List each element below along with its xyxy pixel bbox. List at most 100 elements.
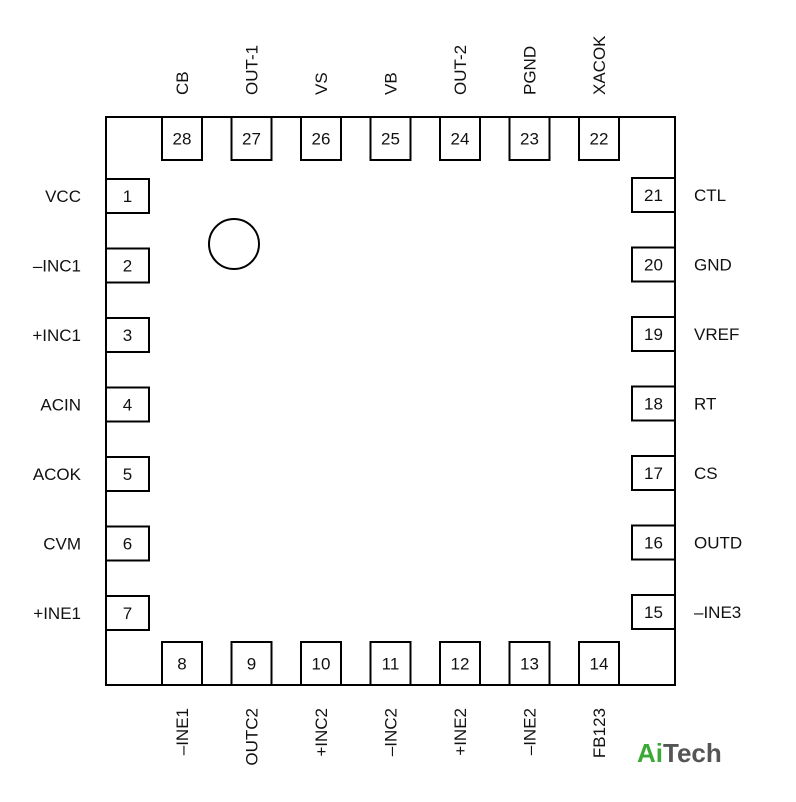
pin-label: ACIN	[40, 396, 81, 415]
pin-pad	[508, 641, 551, 686]
pin-15: 15	[631, 594, 676, 630]
pin-pad	[105, 456, 150, 492]
pin-pad	[105, 247, 150, 284]
pin-label: FB123	[590, 708, 609, 758]
pin-pad	[230, 641, 273, 686]
pin-1: 1	[105, 178, 150, 214]
pin-27: 27	[230, 116, 273, 161]
pin-pad	[439, 641, 481, 686]
pin-10: 10	[300, 641, 342, 686]
pin-24: 24	[439, 116, 481, 161]
pin-pad	[508, 116, 551, 161]
pin-number: 4	[123, 396, 132, 415]
pin-pad	[105, 317, 150, 353]
pin-pad	[369, 116, 412, 161]
pin-number: 23	[520, 130, 539, 149]
pin-label: OUTD	[694, 534, 742, 553]
pin-pad	[369, 641, 412, 686]
pin-23: 23	[508, 116, 551, 161]
chip-body	[105, 116, 676, 686]
pin-17: 17	[631, 455, 676, 491]
pin-number: 3	[123, 326, 132, 345]
pin-pad	[105, 386, 150, 423]
pins-layer: 1 VCC 2 –INC1 3 +INC1 4 ACIN 5 ACOK 6 CVM 7 +INE1 15 –I…	[32, 35, 742, 766]
pin-pad	[631, 246, 676, 283]
pin-label: VS	[312, 72, 331, 95]
pin-16: 16	[631, 524, 676, 561]
pin-28: 28	[161, 116, 203, 161]
pin-2: 2	[105, 247, 150, 284]
pin-label: OUTC2	[243, 708, 262, 766]
pin-label: –INE3	[694, 603, 741, 622]
pin-number: 27	[242, 130, 261, 149]
watermark-part1: Ai	[637, 738, 663, 768]
pin-26: 26	[300, 116, 342, 161]
pin-label: CVM	[43, 535, 81, 554]
pin-label: –INE2	[521, 708, 540, 755]
pin-label: VCC	[45, 187, 81, 206]
pin-number: 13	[520, 655, 539, 674]
pin-19: 19	[631, 316, 676, 352]
pin-label: GND	[694, 256, 732, 275]
pin-label: +INC2	[312, 708, 331, 757]
pin-label: +INE2	[451, 708, 470, 756]
pin-pad	[631, 316, 676, 352]
pin-number: 11	[382, 655, 400, 674]
pin-pad	[631, 385, 676, 422]
pin1-marker	[208, 218, 260, 270]
pin-8: 8	[161, 641, 203, 686]
pin-number: 14	[590, 655, 609, 674]
pin-pad	[578, 641, 620, 686]
pin-label: RT	[694, 395, 716, 414]
pin-14: 14	[578, 641, 620, 686]
pin-label: –INC1	[33, 257, 81, 276]
pin-number: 10	[312, 655, 331, 674]
pin-number: 20	[644, 256, 663, 275]
pin-number: 15	[644, 603, 663, 622]
pin-pad	[161, 116, 203, 161]
pin-label: CB	[173, 71, 192, 95]
pin-pad	[578, 116, 620, 161]
pin-pad	[631, 177, 676, 213]
pin-11: 11	[369, 641, 412, 686]
pin-20: 20	[631, 246, 676, 283]
pin-number: 21	[644, 186, 663, 205]
pin-label: ACOK	[33, 465, 82, 484]
pin-pad	[300, 116, 342, 161]
pin-number: 8	[177, 655, 186, 674]
pin-13: 13	[508, 641, 551, 686]
pin-number: 2	[123, 257, 132, 276]
pin-number: 26	[312, 130, 331, 149]
pin-9: 9	[230, 641, 273, 686]
pin-number: 9	[247, 655, 256, 674]
watermark-logo: AiTech	[637, 738, 722, 768]
pin-pad	[631, 455, 676, 491]
pin-label: PGND	[521, 46, 540, 95]
pin-label: +INC1	[32, 326, 81, 345]
pin-number: 16	[644, 534, 663, 553]
pin-number: 5	[123, 465, 132, 484]
pin-label: VREF	[694, 325, 739, 344]
pin-label: OUT-1	[243, 45, 262, 95]
pin-6: 6	[105, 525, 150, 562]
pin-number: 6	[123, 535, 132, 554]
pin-label: VB	[382, 72, 401, 95]
pin-number: 18	[644, 395, 663, 414]
pin-number: 1	[123, 187, 132, 206]
pin-pad	[230, 116, 273, 161]
pin-pad	[161, 641, 203, 686]
pin-18: 18	[631, 385, 676, 422]
pin-pad	[300, 641, 342, 686]
pin-label: +INE1	[33, 604, 81, 623]
pin-pad	[439, 116, 481, 161]
pin-number: 7	[123, 604, 132, 623]
pin-number: 25	[381, 130, 400, 149]
pin-pad	[631, 524, 676, 561]
pin-pad	[105, 178, 150, 214]
pin-5: 5	[105, 456, 150, 492]
pin-3: 3	[105, 317, 150, 353]
pin-12: 12	[439, 641, 481, 686]
pin-4: 4	[105, 386, 150, 423]
watermark-part2: Tech	[663, 738, 722, 768]
